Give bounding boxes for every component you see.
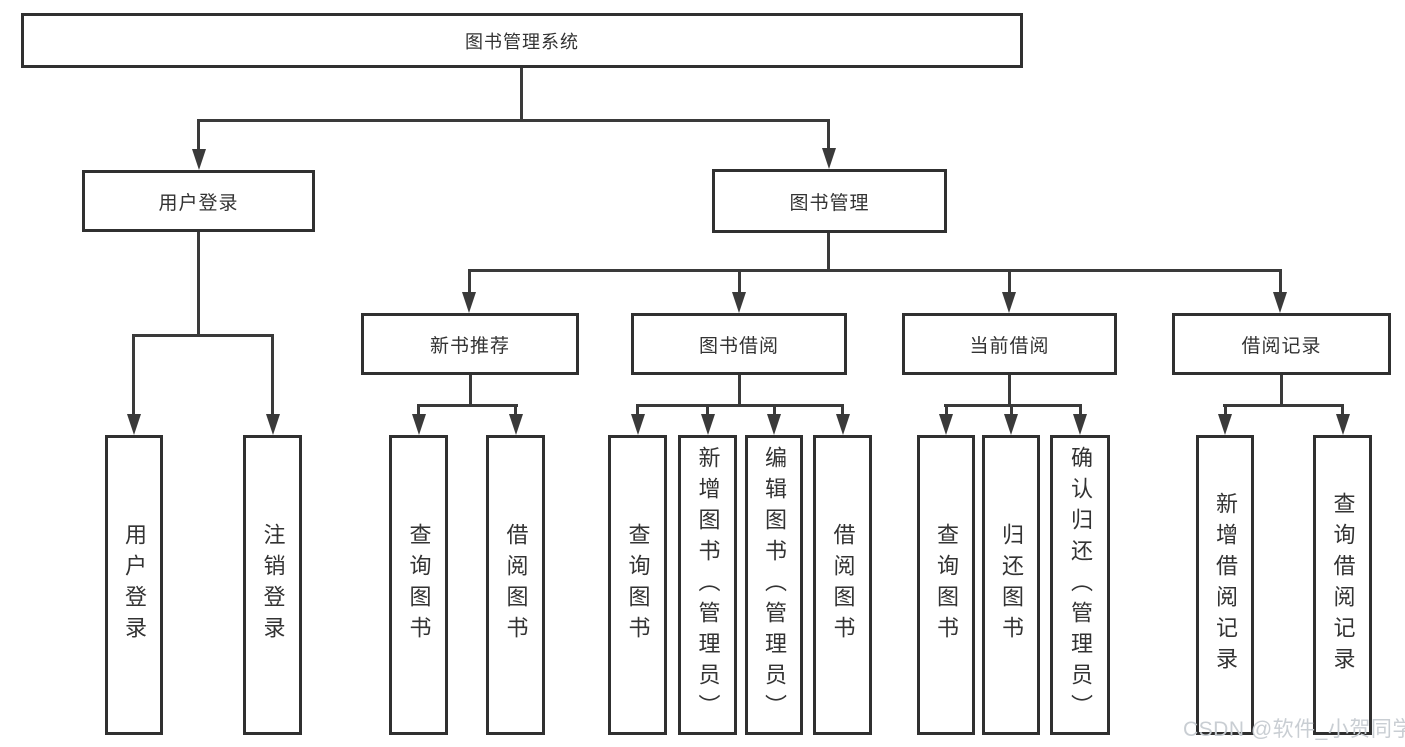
connector-line — [520, 68, 523, 121]
connector-line — [1223, 404, 1344, 407]
connector-line — [827, 233, 830, 271]
leaf-borrow-books-label: 借阅图书 — [830, 523, 856, 647]
leaf-edit-books-admin: 编辑图书（管理员） — [745, 435, 803, 735]
arrow-down-icon — [1004, 414, 1018, 435]
connector-line — [738, 269, 741, 295]
connector-line — [1010, 404, 1013, 416]
connector-line — [1079, 404, 1082, 416]
node-book-management-label: 图书管理 — [789, 192, 870, 214]
connector-line — [827, 119, 830, 150]
arrow-down-icon — [266, 414, 280, 435]
connector-line — [468, 269, 471, 295]
leaf-query-borrow-record-label: 查询借阅记录 — [1330, 492, 1356, 678]
arrow-down-icon — [462, 292, 476, 313]
leaf-user-login: 用户登录 — [105, 435, 163, 735]
leaf-add-books-admin-label: 新增图书（管理员） — [695, 445, 721, 725]
leaf-borrow-books: 借阅图书 — [813, 435, 872, 735]
leaf-logout-label: 注销登录 — [260, 523, 286, 647]
leaf-query-books-label: 查询图书 — [934, 523, 959, 647]
arrow-down-icon — [732, 292, 746, 313]
leaf-query-books: 查询图书 — [917, 435, 975, 735]
connector-line — [417, 404, 420, 416]
leaf-return-books-label: 归还图书 — [999, 523, 1024, 647]
connector-line — [1341, 404, 1344, 416]
connector-line — [1279, 269, 1282, 295]
node-book-borrowing-label: 图书借阅 — [698, 335, 779, 357]
arrow-down-icon — [412, 414, 426, 435]
arrow-down-icon — [822, 148, 836, 169]
leaf-user-login-label: 用户登录 — [122, 523, 147, 647]
connector-line — [417, 404, 518, 407]
connector-line — [132, 334, 274, 337]
arrow-down-icon — [767, 414, 781, 435]
connector-line — [636, 404, 639, 416]
connector-line — [706, 404, 709, 416]
arrow-down-icon — [192, 149, 206, 170]
connector-line — [1008, 269, 1011, 295]
node-root: 图书管理系统 — [21, 13, 1023, 68]
node-book-borrowing: 图书借阅 — [631, 313, 847, 375]
leaf-confirm-return-admin-label: 确认归还（管理员） — [1068, 445, 1093, 725]
leaf-query-books: 查询图书 — [608, 435, 667, 735]
node-root-label: 图书管理系统 — [465, 31, 579, 52]
arrow-down-icon — [1002, 292, 1016, 313]
connector-line — [514, 404, 517, 416]
connector-line — [271, 334, 274, 416]
node-new-book-recommend: 新书推荐 — [361, 313, 579, 375]
leaf-add-borrow-record: 新增借阅记录 — [1196, 435, 1254, 735]
leaf-edit-books-admin-label: 编辑图书（管理员） — [762, 445, 787, 725]
leaf-query-borrow-record: 查询借阅记录 — [1313, 435, 1372, 735]
connector-line — [469, 375, 472, 406]
connector-line — [773, 404, 776, 416]
arrow-down-icon — [509, 414, 523, 435]
leaf-query-books-label: 查询图书 — [406, 523, 432, 647]
leaf-logout: 注销登录 — [243, 435, 302, 735]
leaf-borrow-books-label: 借阅图书 — [503, 523, 529, 647]
arrow-down-icon — [631, 414, 645, 435]
arrow-down-icon — [1218, 414, 1232, 435]
arrow-down-icon — [127, 414, 141, 435]
connector-line — [197, 119, 830, 122]
watermark: CSDN @软件_小贺同学 — [1183, 718, 1405, 741]
leaf-query-books-label: 查询图书 — [625, 523, 651, 647]
arrow-down-icon — [939, 414, 953, 435]
arrow-down-icon — [1273, 292, 1287, 313]
leaf-add-borrow-record-label: 新增借阅记录 — [1213, 492, 1238, 678]
connector-line — [738, 375, 741, 406]
arrow-down-icon — [701, 414, 715, 435]
leaf-return-books: 归还图书 — [982, 435, 1040, 735]
node-current-borrowing: 当前借阅 — [902, 313, 1117, 375]
connector-line — [945, 404, 948, 416]
node-borrowing-records-label: 借阅记录 — [1241, 335, 1322, 357]
leaf-borrow-books: 借阅图书 — [486, 435, 545, 735]
node-borrowing-records: 借阅记录 — [1172, 313, 1391, 375]
arrow-down-icon — [1336, 414, 1350, 435]
connector-line — [1008, 375, 1011, 406]
connector-line — [636, 404, 844, 407]
connector-line — [197, 119, 200, 151]
leaf-confirm-return-admin: 确认归还（管理员） — [1050, 435, 1110, 735]
node-user-login-label: 用户登录 — [158, 192, 239, 214]
leaf-add-books-admin: 新增图书（管理员） — [678, 435, 737, 735]
connector-line — [468, 269, 1281, 272]
connector-line — [132, 334, 135, 416]
connector-line — [1224, 404, 1227, 416]
connector-line — [1280, 375, 1283, 406]
connector-line — [841, 404, 844, 416]
node-user-login-branch: 用户登录 — [82, 170, 315, 232]
arrow-down-icon — [1073, 414, 1087, 435]
node-book-management: 图书管理 — [712, 169, 947, 233]
arrow-down-icon — [836, 414, 850, 435]
leaf-query-books: 查询图书 — [389, 435, 448, 735]
node-current-borrowing-label: 当前借阅 — [969, 335, 1050, 357]
node-new-book-recommend-label: 新书推荐 — [429, 335, 510, 357]
connector-line — [197, 232, 200, 336]
